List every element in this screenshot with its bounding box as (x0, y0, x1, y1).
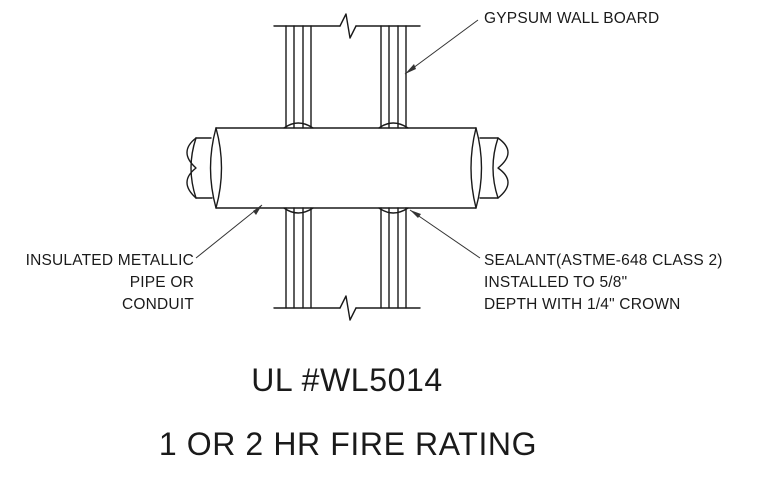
sealant-label: SEALANT(ASTME-648 CLASS 2) INSTALLED TO … (484, 250, 723, 316)
sealant-label-line-3: DEPTH WITH 1/4" CROWN (484, 296, 681, 313)
fire-rating-title: 1 OR 2 HR FIRE RATING (158, 426, 538, 462)
wall-board-left-lower (273, 207, 341, 309)
insulated-label-line-3: CONDUIT (121, 296, 194, 313)
break-symbol-top (339, 13, 357, 39)
ul-number-title: UL #WL5014 (251, 362, 443, 398)
wall-board-right-upper (355, 25, 421, 129)
insulated-pipe-label: INSULATED METALLIC PIPE OR CONDUIT (10, 250, 194, 316)
arrowhead-gypsum (405, 64, 416, 74)
leader-gypsum (404, 19, 479, 75)
arrowhead-insulated (253, 205, 262, 215)
break-symbol-bottom (339, 295, 357, 321)
leader-insulated (195, 204, 263, 259)
insulated-label-line-1: INSULATED METALLIC (25, 252, 194, 269)
gypsum-wall-board-label: GYPSUM WALL BOARD (484, 8, 659, 30)
gypsum-label-line: GYPSUM WALL BOARD (484, 10, 660, 27)
wall-board-left-upper (273, 25, 341, 129)
arrowhead-sealant (410, 210, 421, 218)
leader-arrowheads (253, 64, 421, 218)
sealant-beads (283, 122, 409, 214)
pipe-left-end (186, 137, 213, 199)
sealant-label-line-1: SEALANT(ASTME-648 CLASS 2) (484, 252, 723, 269)
leader-sealant (409, 209, 481, 259)
pipe-insulation (209, 127, 483, 209)
sealant-label-line-2: INSTALLED TO 5/8" (484, 274, 628, 291)
pipe-right-end (479, 137, 509, 199)
wall-board-right-lower (355, 207, 421, 309)
insulated-label-line-2: PIPE OR (129, 274, 194, 291)
leader-lines (195, 19, 481, 259)
